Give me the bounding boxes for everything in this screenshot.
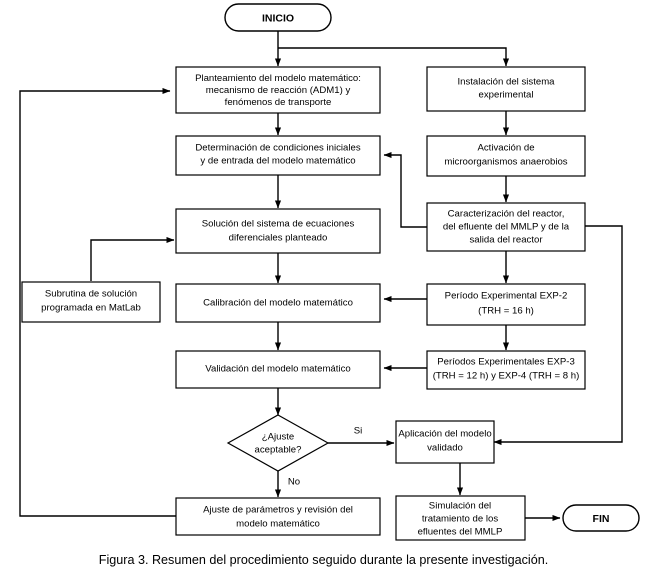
node-decision-line-1: ¿Ajuste xyxy=(262,432,295,443)
node-activacion-line-2: microorganismos anaerobios xyxy=(444,157,567,168)
node-aplicacion-line-1: Aplicación del modelo xyxy=(398,429,491,440)
node-validacion-line-1: Validación del modelo matemático xyxy=(205,364,350,375)
node-inicio-shape xyxy=(224,3,332,32)
node-fin[interactable]: FIN xyxy=(562,504,640,532)
edge-label-no: No xyxy=(288,477,300,488)
edge-caracterizacion-to-determinacion xyxy=(383,151,427,228)
node-exp34[interactable]: Períodos Experimentales EXP-3 (TRH = 12 … xyxy=(426,350,586,390)
node-determinacion-line-2: y de entrada del modelo matemático xyxy=(200,156,355,167)
node-calibracion[interactable]: Calibración del modelo matemático xyxy=(175,283,381,323)
node-fin-shape xyxy=(562,504,640,532)
edge-subrutina-to-solucion xyxy=(90,236,175,281)
node-planteamiento-line-1: Planteamiento del modelo matemático: xyxy=(195,73,361,84)
node-aplicacion-line-2: validado xyxy=(427,443,463,454)
edge-label-layer: Si No xyxy=(288,426,362,488)
node-exp2-line-2: (TRH = 16 h) xyxy=(478,306,534,317)
node-subrutina-line-1: Subrutina de solución xyxy=(45,289,137,300)
node-instalacion-line-1: Instalación del sistema xyxy=(457,77,555,88)
node-caracterizacion-line-3: salida del reactor xyxy=(469,235,543,246)
node-exp34-line-2: (TRH = 12 h) y EXP-4 (TRH = 8 h) xyxy=(433,371,580,382)
node-simulacion-line-2: tratamiento de los xyxy=(422,514,498,525)
edge-label-yes: Si xyxy=(354,426,363,437)
node-aplicacion-shape xyxy=(395,420,495,464)
node-calibracion-line-1: Calibración del modelo matemático xyxy=(203,298,353,309)
node-simulacion[interactable]: Simulación del tratamiento de los efluen… xyxy=(395,495,526,541)
node-caracterizacion-shape xyxy=(426,202,586,252)
node-subrutina-shape xyxy=(21,281,161,323)
node-exp2-shape xyxy=(426,283,586,326)
node-planteamiento-line-2: mecanismo de reacción (ADM1) y xyxy=(206,85,351,96)
node-simulacion-shape xyxy=(395,495,526,541)
node-solucion[interactable]: Solución del sistema de ecuaciones difer… xyxy=(175,208,381,254)
node-fin-label: FIN xyxy=(593,513,610,525)
node-calibracion-shape xyxy=(175,283,381,323)
node-aplicacion[interactable]: Aplicación del modelo validado xyxy=(395,420,495,464)
node-solucion-line-2: diferenciales planteado xyxy=(229,233,328,244)
node-exp2-line-1: Período Experimental EXP-2 xyxy=(445,291,568,302)
node-determinacion-line-1: Determinación de condiciones iniciales xyxy=(195,143,361,154)
node-simulacion-line-3: efluentes del MMLP xyxy=(418,527,503,538)
node-caracterizacion-line-1: Caracterización del reactor, xyxy=(448,209,565,220)
node-exp34-shape xyxy=(426,350,586,390)
connector-layer xyxy=(19,31,623,522)
node-solucion-line-1: Solución del sistema de ecuaciones xyxy=(202,219,355,230)
node-exp34-line-1: Períodos Experimentales EXP-3 xyxy=(437,357,575,368)
node-determinacion[interactable]: Determinación de condiciones iniciales y… xyxy=(175,135,381,176)
node-activacion-shape xyxy=(426,135,586,177)
node-simulacion-line-1: Simulación del xyxy=(429,501,491,512)
node-ajuste-parametros[interactable]: Ajuste de parámetros y revisión del mode… xyxy=(175,497,381,536)
edge-ajuste-to-planteamiento xyxy=(19,87,176,517)
node-inicio[interactable]: INICIO xyxy=(224,3,332,32)
node-exp2[interactable]: Período Experimental EXP-2 (TRH = 16 h) xyxy=(426,283,586,326)
node-ajuste-line-1: Ajuste de parámetros y revisión del xyxy=(203,505,353,516)
node-validacion-shape xyxy=(175,350,381,389)
node-decision-line-2: aceptable? xyxy=(255,445,302,456)
node-decision-shape xyxy=(226,414,330,472)
node-planteamiento[interactable]: Planteamiento del modelo matemático: mec… xyxy=(175,66,381,114)
node-validacion[interactable]: Validación del modelo matemático xyxy=(175,350,381,389)
node-ajuste-line-2: modelo matemático xyxy=(236,519,320,530)
node-subrutina[interactable]: Subrutina de solución programada en MatL… xyxy=(21,281,161,323)
node-subrutina-line-2: programada en MatLab xyxy=(41,303,141,314)
node-activacion[interactable]: Activación de microorganismos anaerobios xyxy=(426,135,586,177)
node-activacion-line-1: Activación de xyxy=(477,143,534,154)
node-instalacion-shape xyxy=(426,66,586,112)
figure-caption: Figura 3. Resumen del procedimiento segu… xyxy=(98,553,549,567)
node-planteamiento-line-3: fenómenos de transporte xyxy=(225,97,332,108)
node-inicio-label: INICIO xyxy=(262,12,294,24)
node-ajuste-parametros-shape xyxy=(175,497,381,536)
node-decision-ajuste-aceptable[interactable]: ¿Ajuste aceptable? xyxy=(226,414,330,472)
node-instalacion-line-2: experimental xyxy=(479,90,534,101)
edge-inicio-to-instalacion xyxy=(278,47,510,67)
node-solucion-shape xyxy=(175,208,381,254)
edge-caracterizacion-to-aplicacion xyxy=(493,225,623,446)
node-caracterizacion-line-2: del efluente del MMLP y de la xyxy=(443,222,570,233)
node-instalacion[interactable]: Instalación del sistema experimental xyxy=(426,66,586,112)
node-caracterizacion[interactable]: Caracterización del reactor, del efluent… xyxy=(426,202,586,252)
node-planteamiento-shape xyxy=(175,66,381,114)
node-determinacion-shape xyxy=(175,135,381,176)
